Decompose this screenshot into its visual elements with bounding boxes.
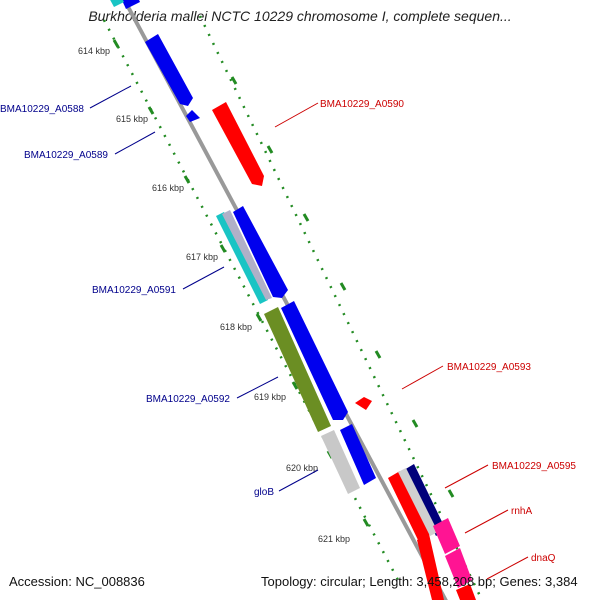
gene-A0591-cyan-feature[interactable]: [216, 212, 268, 304]
gene-dnaQ-pink-feature[interactable]: [445, 548, 472, 588]
gene-A0591-silver-feature[interactable]: [222, 210, 272, 300]
accession-text: Accession: NC_008836: [9, 574, 145, 589]
tick-label-620: 620 kbp: [286, 463, 318, 473]
label-connectors: [89, 85, 529, 580]
gene-label-A0592[interactable]: BMA10229_A0592: [146, 394, 230, 405]
tick-label-615: 615 kbp: [116, 114, 148, 124]
gene-dnaQ-feature[interactable]: [417, 534, 444, 600]
gene-A0588-feature[interactable]: [145, 34, 193, 106]
gene-A0592-feature[interactable]: [281, 301, 348, 420]
forward-strand-genes: [212, 102, 476, 600]
gene-gloB-feature[interactable]: [340, 424, 376, 485]
gene-label-A0588[interactable]: BMA10229_A0588: [0, 104, 84, 115]
gene-label-dnaQ[interactable]: dnaQ: [531, 553, 556, 564]
gene-label-A0595[interactable]: BMA10229_A0595: [492, 461, 576, 472]
gene-A0593-feature[interactable]: [355, 397, 372, 410]
gene-label-A0591[interactable]: BMA10229_A0591: [92, 285, 176, 296]
tick-marks: [112, 39, 455, 527]
tick-label-618: 618 kbp: [220, 322, 252, 332]
gene-label-A0593[interactable]: BMA10229_A0593: [447, 362, 531, 373]
topology-summary-text: Topology: circular; Length: 3,458,208 bp…: [261, 574, 578, 589]
gene-rnhA-feature[interactable]: [433, 518, 460, 554]
gene-silver-feature[interactable]: [398, 468, 438, 536]
gene-A0589-feature[interactable]: [186, 110, 200, 122]
gene-A0591-feature[interactable]: [233, 206, 288, 298]
gene-A0595-feature[interactable]: [388, 471, 430, 540]
gene-bottom-feature[interactable]: [456, 584, 476, 600]
gene-A0592-olive-feature[interactable]: [264, 307, 331, 432]
map-title: Burkholderia mallei NCTC 10229 chromosom…: [88, 8, 512, 24]
tick-label-616: 616 kbp: [152, 183, 184, 193]
tick-label-614: 614 kbp: [78, 46, 110, 56]
gene-label-A0589[interactable]: BMA10229_A0589: [24, 150, 108, 161]
tick-label-621: 621 kbp: [318, 534, 350, 544]
gene-gloB-silver-feature[interactable]: [321, 430, 360, 494]
gene-navy-feature[interactable]: [404, 464, 446, 536]
reverse-strand-genes: [108, 0, 376, 494]
gene-label-rnhA[interactable]: rnhA: [511, 506, 532, 517]
tick-label-619: 619 kbp: [254, 392, 286, 402]
tick-label-617: 617 kbp: [186, 252, 218, 262]
gene-label-gloB[interactable]: gloB: [254, 487, 274, 498]
gene-A0587-cyan-feature[interactable]: [108, 0, 124, 7]
gene-label-A0590[interactable]: BMA10229_A0590: [320, 99, 404, 110]
gene-A0590-feature[interactable]: [212, 102, 264, 186]
gene-A0587-feature[interactable]: [120, 0, 140, 9]
backbone-line: [122, 0, 448, 600]
